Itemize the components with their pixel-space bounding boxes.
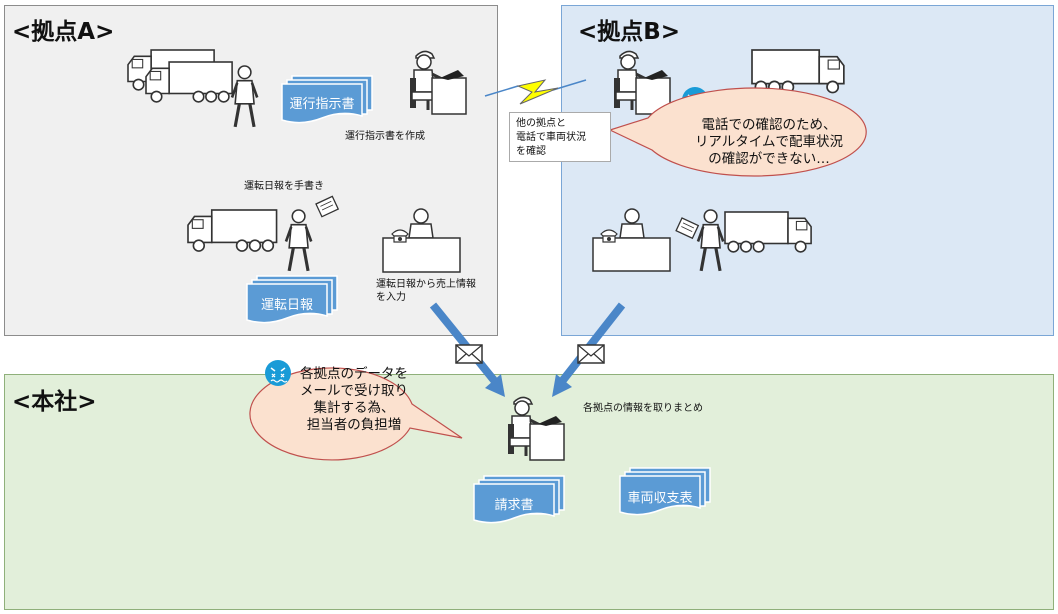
phone-note-line-3: を確認 [516,146,546,157]
hq-callout-shape [249,367,463,461]
clerk-icon [382,208,461,273]
create-instructions-label: 運行指示書を作成 [345,131,425,142]
operation-instructions-label: 運行指示書 [289,97,355,112]
office-worker-icon [408,49,468,116]
hq-callout-line-2: メールで受け取り [300,383,408,399]
input-sales-label-2: を入力 [376,292,406,303]
site-a-title: <拠点A> [12,19,115,45]
site-b-callout-text: 電話での確認のため、 リアルタイムで配車状況 の確認ができない… [664,117,874,168]
site-b-callout-line-1: 電話での確認のため、 [701,117,837,133]
input-sales-label-1: 運転日報から売上情報 [376,279,476,290]
vehicle-pl-label: 車両収支表 [627,491,693,506]
driving-log-label: 運転日報 [260,298,313,313]
invoice-label: 請求書 [494,498,534,513]
envelope-icon [577,344,605,364]
truck-icon [187,209,278,252]
site-b-callout-shape [608,87,867,177]
driving-log-paper-icon [315,195,340,218]
site-b-title: <拠点B> [578,19,681,45]
hq-callout-line-4: 担当者の負担増 [306,417,402,433]
site-b-callout-line-2: リアルタイムで配車状況 [694,134,844,150]
phone-note-line-2: 電話で車両状況 [516,132,586,143]
handwrite-log-label: 運転日報を手書き [244,181,324,192]
person-icon [284,208,313,273]
phone-note-line-1: 他の拠点と [516,118,566,129]
person-icon [230,64,259,129]
phone-note-box: 他の拠点と 電話で車両状況 を確認 [509,112,611,162]
site-a-region [4,5,498,336]
hq-title: <本社> [12,389,97,415]
hq-callout-line-1: 各拠点のデータを [300,366,408,382]
office-worker-icon [612,49,672,116]
telephone-icon [600,229,618,243]
truck-icon [145,61,233,103]
clerk-icon [592,208,671,272]
truck-icon [724,211,812,253]
envelope-icon [455,344,483,364]
site-b-callout-line-3: の確認ができない… [708,151,830,167]
lightning-icon [484,79,587,105]
driving-log-paper-icon [675,217,700,240]
person-icon [696,208,725,273]
office-worker-icon [506,395,566,462]
hq-aggregate-label: 各拠点の情報を取りまとめ [583,403,703,414]
hq-callout-line-3: 集計する為、 [313,400,395,416]
hq-callout-text: 各拠点のデータを メールで受け取り 集計する為、 担当者の負担増 [284,366,424,434]
telephone-icon [391,229,409,243]
truck-icon [751,49,845,94]
